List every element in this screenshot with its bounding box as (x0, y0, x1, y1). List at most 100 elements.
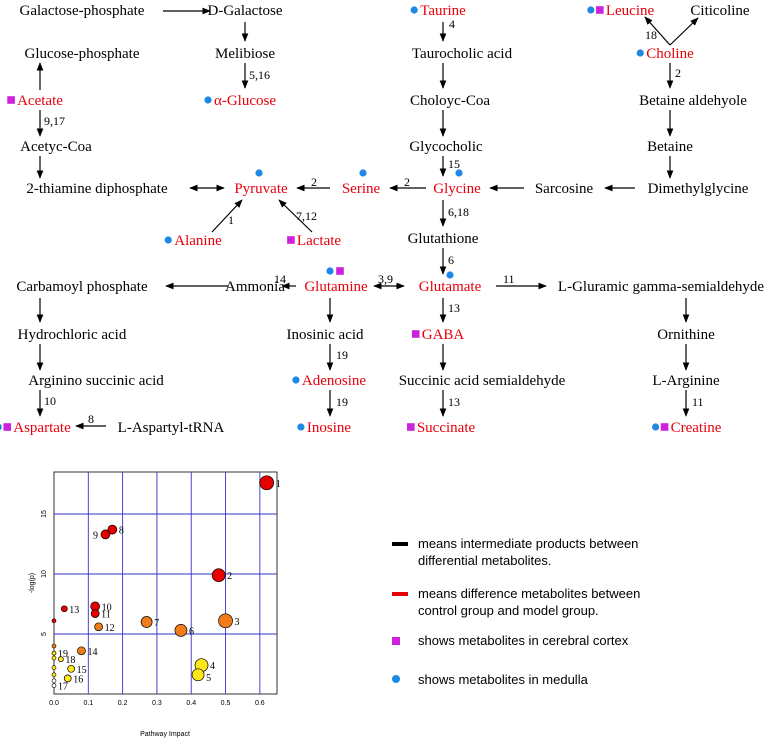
node-betaine: Betaine (647, 139, 693, 155)
node-sarcosine: Sarcosine (535, 181, 594, 197)
edge-label: 3,9 (378, 272, 393, 286)
bubble-label-9: 9 (93, 530, 98, 541)
node-arginino: Arginino succinic acid (28, 373, 164, 389)
node-l-arginine: L-Arginine (652, 373, 720, 389)
edge-label: 19 (336, 348, 348, 362)
x-tick-label: 0.0 (49, 700, 59, 707)
node-succinate: Succinate (417, 420, 476, 436)
legend-text-cortex: shows metabolites in cerebral cortex (418, 633, 629, 648)
edge-label: 14 (274, 272, 286, 286)
y-axis-title: -log(p) (29, 573, 36, 593)
node-alanine: Alanine (174, 233, 222, 249)
bubble-label-18: 18 (65, 655, 75, 666)
bubble-label-16: 16 (73, 674, 83, 685)
x-axis-title: Pathway Impact (140, 731, 190, 738)
cortex-marker-icon (3, 423, 12, 431)
node-adenosine: Adenosine (302, 373, 366, 389)
edge-label: 2 (404, 175, 410, 189)
bubble-point-11 (90, 609, 100, 618)
cortex-marker-icon (411, 330, 420, 338)
node-l-gluramic: L-Gluramic gamma-semialdehyde (558, 279, 765, 295)
edge-label: 11 (503, 272, 515, 286)
medulla-marker-icon (0, 423, 2, 431)
node-glucose-phosphate: Glucose-phosphate (25, 46, 140, 62)
node-choloyc-coa: Choloyc-Coa (410, 93, 490, 109)
medulla-marker-icon (326, 267, 334, 275)
pathway-edges (36, 7, 699, 430)
edge-label: 1 (228, 213, 234, 227)
edge-choline-citicoline (669, 17, 699, 46)
medulla-marker-icon (164, 236, 172, 244)
bubble-label-15: 15 (77, 665, 87, 676)
x-tick-label: 0.2 (118, 700, 128, 707)
y-tick-label: 5 (41, 632, 48, 636)
legend-swatch-black-line (392, 542, 408, 546)
edge-label: 8 (88, 412, 94, 426)
edge-label: 6 (448, 253, 454, 267)
edge-label: 18 (645, 28, 657, 42)
edge-choline-leucine (644, 16, 671, 46)
bubble-label-3: 3 (235, 617, 240, 628)
bubble-point-13 (60, 605, 68, 613)
node-ammonia: Ammonia (225, 279, 285, 295)
bubble-point-15 (67, 664, 76, 673)
bubble-point-small (51, 678, 57, 684)
node-leucine: Leucine (606, 3, 655, 19)
legend-swatch-medulla-dot (392, 675, 400, 683)
medulla-marker-icon (359, 169, 367, 177)
bubble-label-10: 10 (102, 602, 112, 613)
node-glycine: Glycine (433, 181, 481, 197)
bubble-point-small (51, 643, 57, 649)
bubble-point-7 (140, 616, 153, 628)
node-inosinic: Inosinic acid (286, 327, 364, 343)
medulla-marker-icon (446, 271, 454, 279)
medulla-marker-icon (292, 376, 300, 384)
node-aspartate: Aspartate (13, 420, 71, 436)
edge-label: 13 (448, 395, 460, 409)
bubble-point-17 (51, 683, 57, 688)
edge-label: 13 (448, 301, 460, 315)
node-lactate: Lactate (297, 233, 341, 249)
bubble-point-6 (174, 624, 188, 637)
cortex-marker-icon (336, 267, 344, 275)
edge-alanine-pyruvate (211, 199, 243, 233)
bubble-point-small (51, 672, 57, 678)
x-tick-label: 0.5 (221, 700, 231, 707)
node-glutathione: Glutathione (408, 231, 479, 247)
edge-label: 9,17 (44, 114, 65, 128)
edge-label: 7,12 (296, 209, 317, 223)
medulla-marker-icon (636, 49, 644, 57)
bubble-label-6: 6 (189, 626, 194, 637)
node-hydrochloric: Hydrochloric acid (18, 327, 127, 343)
medulla-marker-icon (204, 96, 212, 104)
bubble-label-4: 4 (210, 661, 215, 672)
bubble-point-16 (63, 674, 72, 683)
bubble-point-12 (94, 622, 103, 632)
bubble-label-19: 19 (58, 649, 68, 660)
bubble-label-5: 5 (206, 673, 211, 684)
node-thiamine: 2-thiamine diphosphate (26, 181, 168, 197)
bubble-point-small (51, 655, 57, 661)
bubble-point-1 (259, 475, 275, 491)
node-galactose-phosphate: Galactose-phosphate (20, 3, 145, 19)
plot-area (53, 471, 278, 695)
node-betaine-ald: Betaine aldehyole (639, 93, 747, 109)
bubble-point-3 (218, 613, 233, 629)
legend-text-medulla: shows metabolites in medulla (418, 672, 589, 687)
bubble-point-19 (51, 650, 57, 656)
bubble-point-9 (100, 529, 111, 540)
medulla-marker-icon (651, 423, 660, 431)
medulla-marker-icon (587, 6, 595, 14)
bubble-label-1: 1 (276, 479, 281, 490)
edge-label: 15 (448, 157, 460, 171)
bubble-label-11: 11 (101, 610, 111, 621)
y-tick-label: 10 (41, 570, 48, 578)
node-choline: Choline (646, 46, 694, 62)
medulla-marker-icon (297, 423, 305, 431)
medulla-marker-icon (255, 169, 263, 177)
